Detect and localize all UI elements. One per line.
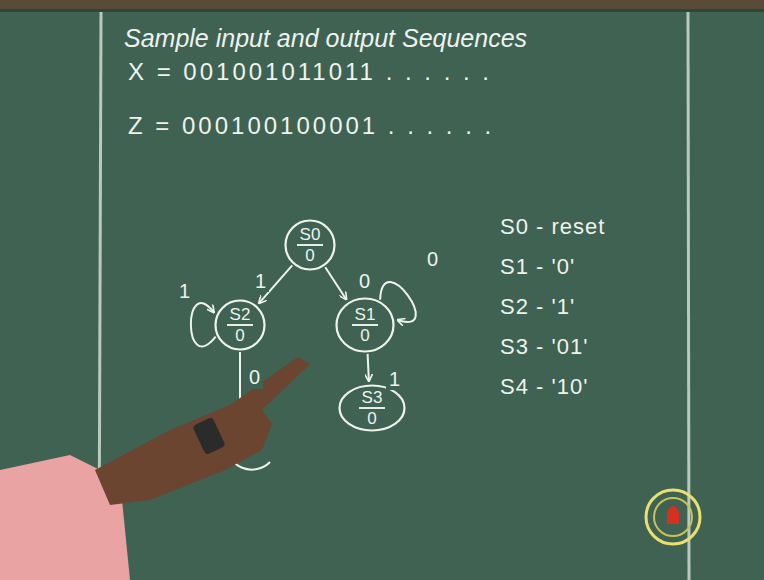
transition-arrow [325, 267, 346, 299]
pointing-hand [95, 357, 310, 505]
board-frame [0, 0, 764, 9]
board-edge [0, 9, 764, 12]
state-name: S3 [359, 388, 386, 409]
record-icon [646, 490, 700, 544]
state-name: S1 [352, 305, 379, 326]
self-loop [380, 282, 416, 322]
state-meaning: S4 - '10' [500, 374, 588, 400]
state-output: 0 [232, 326, 247, 345]
wrist-watch [192, 417, 225, 455]
state-circle: S20 [214, 299, 266, 351]
state-output: 0 [302, 246, 317, 265]
board-title: Sample input and output Sequences [124, 24, 527, 53]
state-meaning: S0 - reset [500, 214, 605, 240]
input-label: 0 [424, 248, 441, 270]
input-label: 1 [176, 280, 193, 302]
transition-arrow [368, 354, 369, 381]
input-label: 0 [356, 270, 373, 292]
state-circle: S00 [284, 219, 336, 271]
record-icon [654, 498, 692, 536]
state-meaning: S2 - '1' [500, 294, 575, 320]
edge-label: 0 [246, 366, 263, 389]
state-meaning: S1 - '0' [500, 254, 575, 280]
output-sequence: Z = 000100100001 . . . . . . [128, 112, 494, 140]
state-circle: S10 [335, 297, 395, 353]
state-name: S2 [227, 305, 254, 326]
state-meaning: S3 - '01' [500, 334, 588, 360]
state-name: S0 [297, 225, 324, 246]
input-sequence: X = 001001011011 . . . . . . [128, 58, 492, 86]
input-label: 1 [252, 270, 269, 292]
state-output: 0 [357, 326, 372, 345]
record-icon [667, 506, 679, 524]
state-output: 0 [364, 409, 379, 428]
self-loop [191, 303, 216, 347]
state-circle: S30 [338, 384, 406, 432]
input-label: 1 [386, 368, 403, 390]
